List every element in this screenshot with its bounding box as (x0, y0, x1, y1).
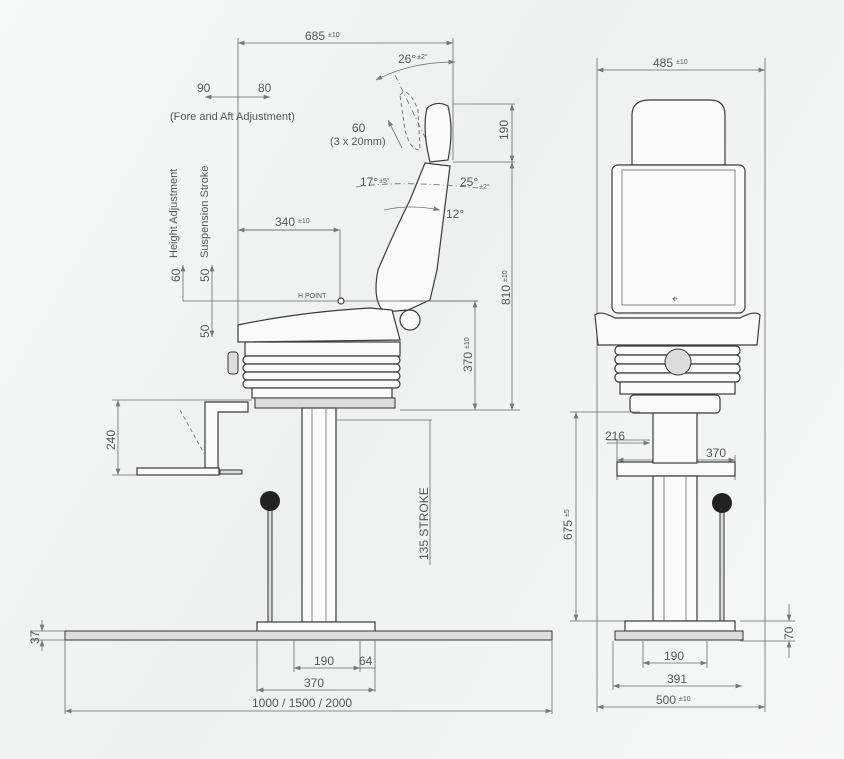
plate-width-label: 370 (706, 446, 726, 460)
headrest-side (424, 102, 452, 163)
lever-knob-front (712, 493, 732, 513)
footrest-bracket (204, 401, 249, 469)
lever-front (719, 509, 725, 623)
headrest-travel-arrow (387, 119, 403, 149)
bellows-side (242, 355, 401, 389)
slide-rails (254, 397, 396, 409)
lever-knob-side (260, 491, 280, 511)
lever-side (267, 509, 273, 623)
front-base-width-label: 391 (667, 672, 687, 686)
base-plate-front (624, 620, 736, 632)
column-tubes-front (663, 476, 687, 621)
headrest-travel-label: 60 (352, 121, 366, 135)
suspension-down-label: 50 (198, 324, 212, 338)
back-angle-label: 12° (446, 207, 464, 221)
base-offset-label: 64 (359, 654, 373, 668)
height-adjustment-label: Height Adjustment (168, 169, 180, 258)
backrest-side (375, 162, 451, 313)
seat-height-label: 370±10 (461, 337, 475, 372)
ext-190 (453, 103, 515, 163)
base-height-label: 70 (782, 626, 796, 640)
rail-height-label: 37 (28, 630, 42, 644)
overall-height-label: 810±10 (499, 270, 513, 305)
column-head-front (652, 412, 698, 464)
footrest-bolt (219, 469, 243, 475)
back-angle-arc (383, 206, 441, 212)
ext-37 (30, 630, 65, 641)
seat-cushion-side (237, 307, 401, 343)
adjust-knob (227, 351, 239, 375)
headrest-alt-position (399, 91, 421, 151)
footrest-fold-position (179, 409, 206, 456)
seat-frame (244, 341, 401, 357)
mount-width-label: 216 (605, 429, 625, 443)
column-height-label: 675±5 (561, 509, 575, 540)
headrest-angle-label: 26°±2° (398, 52, 428, 66)
height-adjust-value: 60 (169, 268, 183, 282)
logo-badge (664, 348, 692, 376)
seat-cushion-front (594, 312, 761, 346)
h-point-label: H POINT (298, 293, 327, 300)
base-width-label: 370 (304, 676, 324, 690)
back-rear-angle-label: 25°±2° (460, 175, 490, 191)
footrest-height-label: 240 (104, 430, 118, 450)
backrest-front (611, 164, 746, 314)
base-rail-front (614, 630, 744, 641)
aft-adjust-label: 80 (258, 81, 272, 95)
back-fwd-angle-label: 17°±5° (360, 175, 390, 189)
fore-aft-label: (Fore and Aft Adjustment) (170, 111, 295, 123)
headrest-front (631, 99, 726, 166)
ext-240 (112, 399, 252, 476)
column-side (301, 407, 337, 623)
ext-front-base (612, 620, 795, 690)
footrest-plate (136, 467, 220, 476)
column-tubes (311, 408, 327, 622)
rail-length-label: 1000 / 1500 / 2000 (252, 696, 352, 710)
base-inner-label: 190 (314, 654, 334, 668)
front-view: 485±10 ⌖ 216 370 675±5 70 (561, 56, 796, 712)
floor-rail (64, 630, 553, 641)
backrest-panel (621, 169, 736, 306)
suspension-up-label: 50 (198, 268, 212, 282)
mechanism-front (629, 394, 721, 414)
front-base-inner-label: 190 (664, 649, 684, 663)
ext-bottom (64, 640, 553, 714)
overall-base-label: 500±10 (656, 693, 691, 707)
column-front (652, 475, 698, 622)
ext-front-width (596, 58, 766, 712)
ext-base (400, 300, 520, 411)
overall-width-label: 485±10 (653, 56, 688, 70)
h-point-marker (337, 297, 345, 305)
mount-plate-front (616, 461, 736, 477)
fore-adjust-label: 90 (197, 81, 211, 95)
stroke-label: 135 STROKE (417, 487, 431, 560)
side-view: 685±10 90 80 (Fore and Aft Adjustment) 2… (28, 29, 553, 714)
crosshair-icon: ⌖ (672, 294, 678, 305)
recline-arc (355, 183, 479, 189)
suspension-base (251, 387, 393, 399)
suspension-stroke-label: Suspension Stroke (199, 166, 211, 258)
recline-knob (399, 309, 421, 331)
h-point-depth-label: 340±10 (275, 215, 310, 229)
dim-headrest-angle (375, 59, 456, 81)
headrest-height-label: 190 (497, 120, 511, 140)
headrest-steps-label: (3 x 20mm) (330, 136, 386, 148)
dim-685-label: 685±10 (305, 29, 340, 43)
